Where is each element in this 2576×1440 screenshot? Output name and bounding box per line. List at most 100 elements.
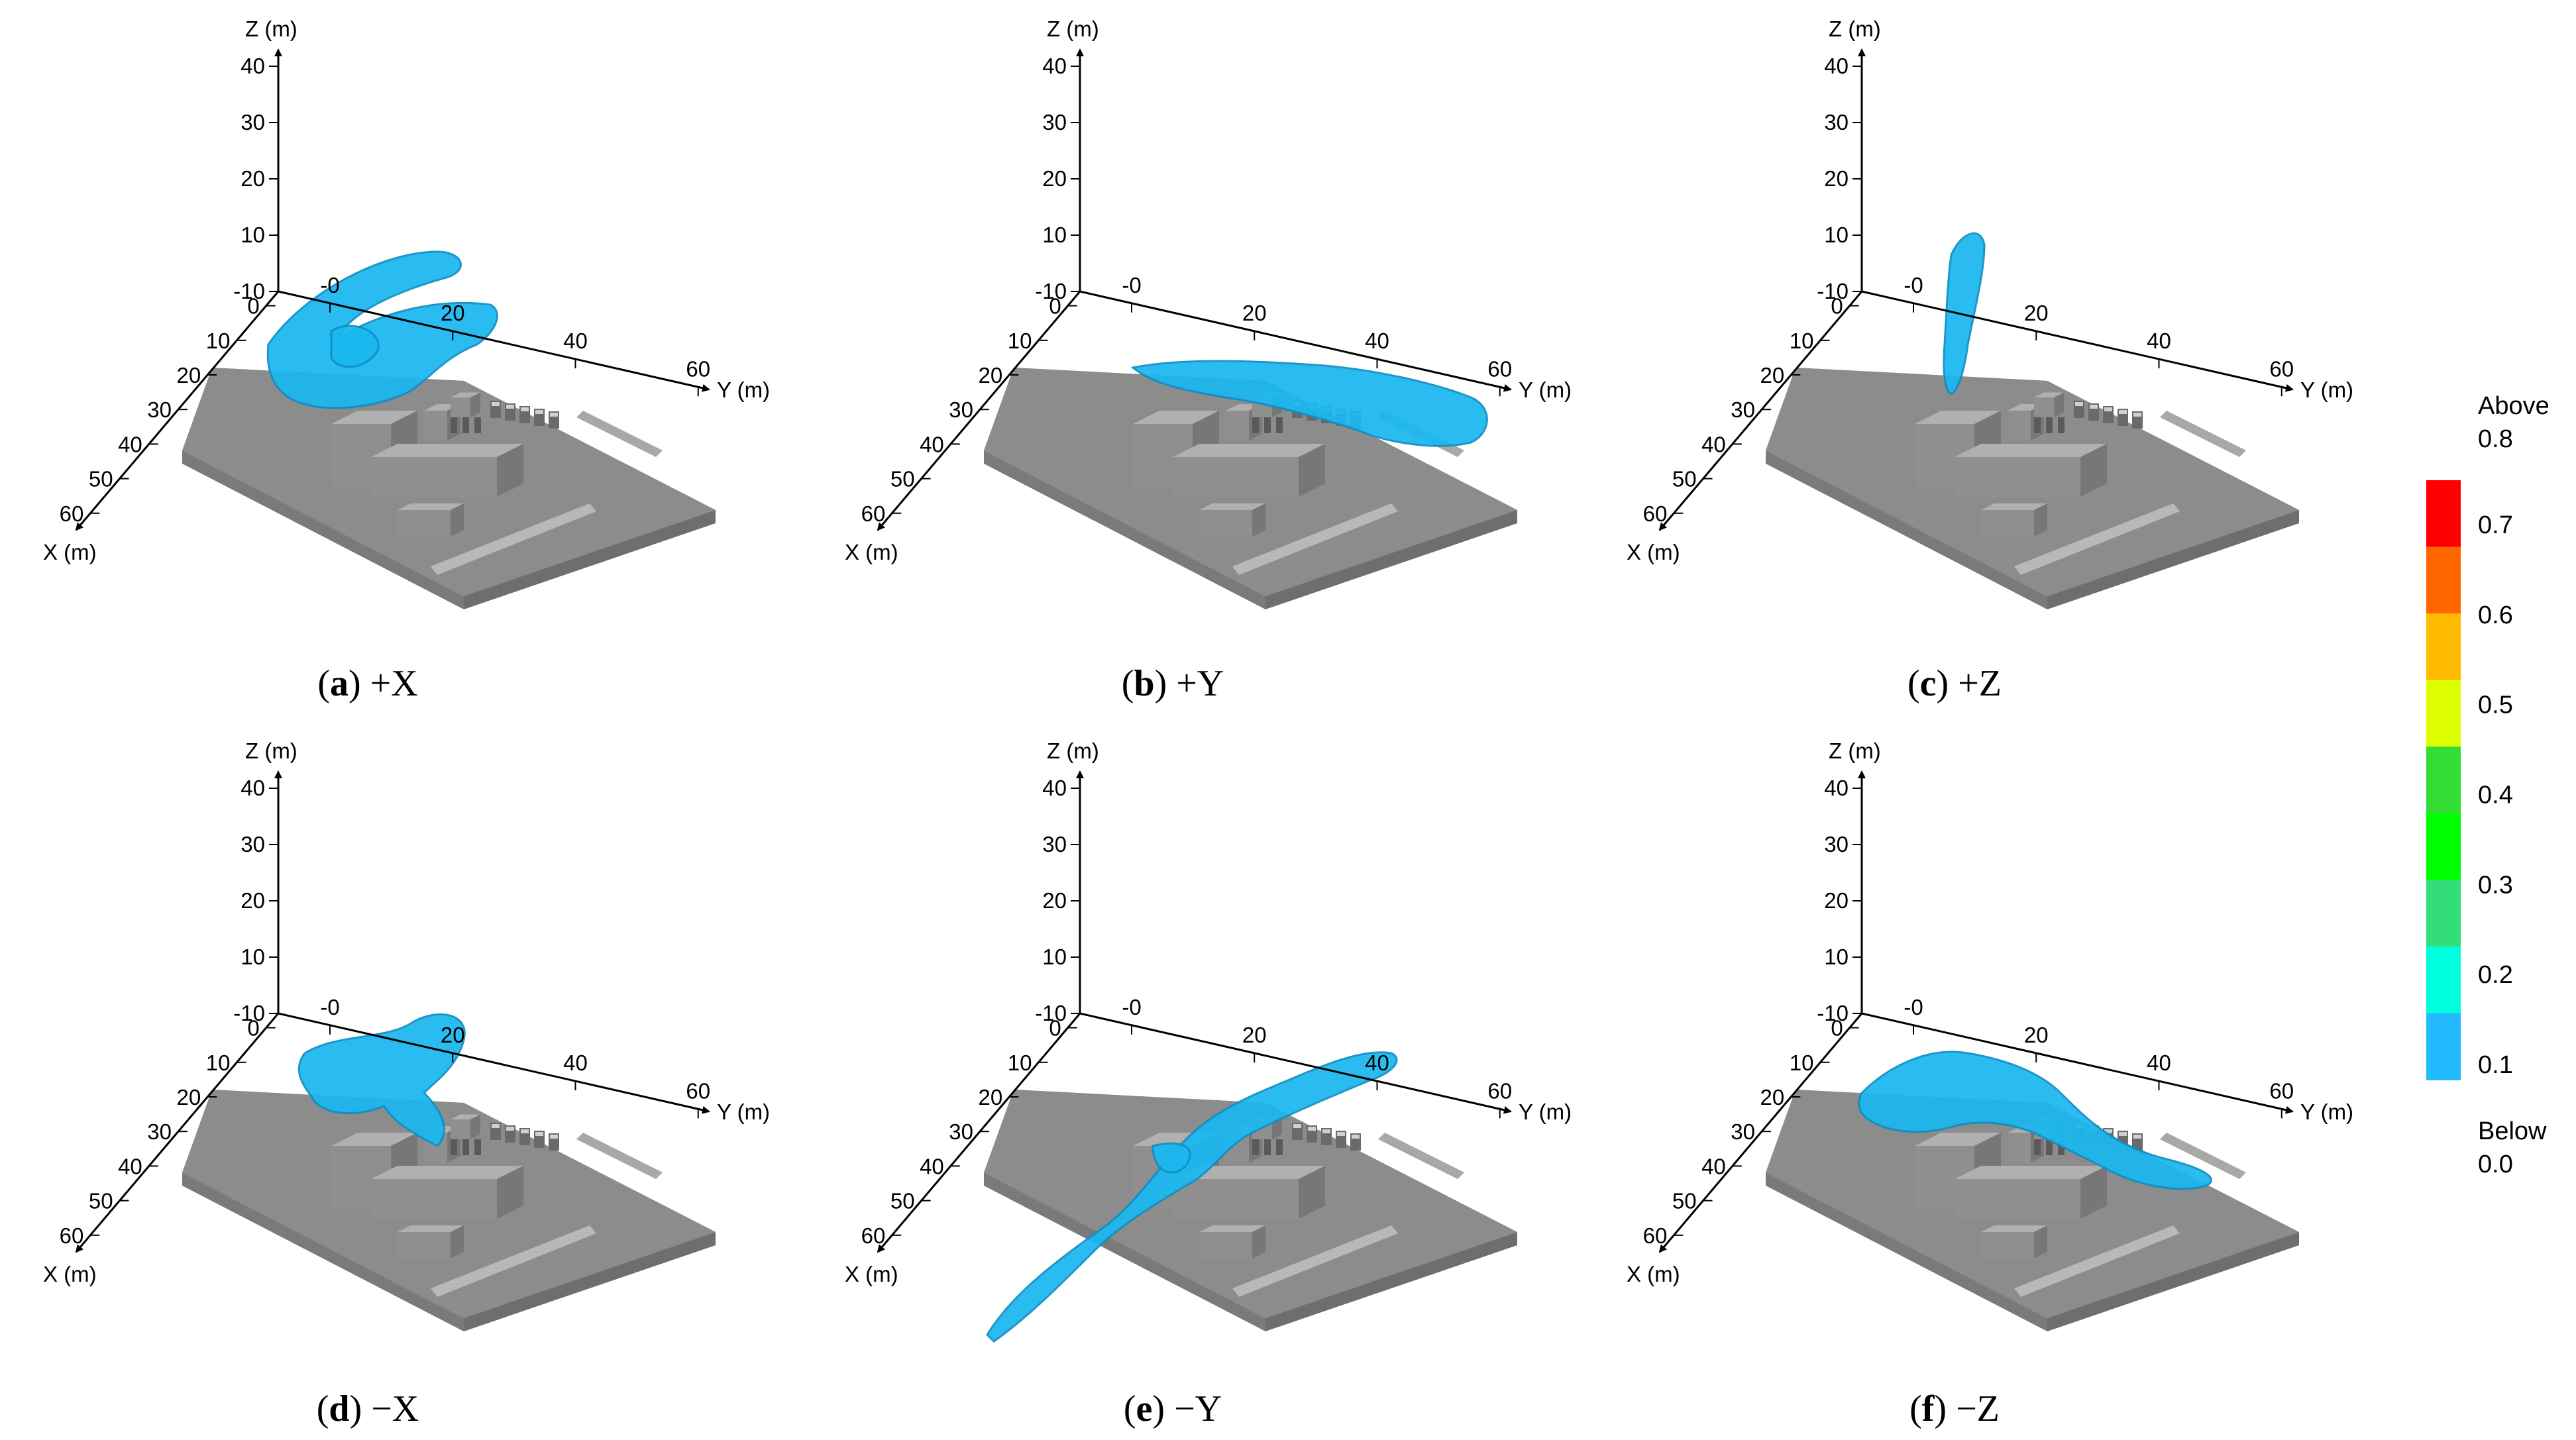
x-tick-label: 50 (890, 467, 915, 491)
x-tick-label: 50 (890, 1189, 915, 1213)
x-tick-label: 60 (1643, 1223, 1668, 1248)
z-tick-label: 10 (1042, 223, 1067, 247)
y-tick-label: 40 (2147, 1051, 2171, 1075)
y-tick-label: 40 (1365, 329, 1389, 353)
x-tick-label: 30 (147, 1119, 172, 1144)
y-tick-label: 20 (441, 301, 465, 325)
z-tick-label: -10 (233, 1001, 265, 1025)
panel-letter: f (1921, 1388, 1935, 1429)
y-axis-label: Y (m) (2300, 378, 2353, 402)
colorbar-swatch (2426, 546, 2461, 615)
x-tick-label: 30 (949, 1119, 973, 1144)
x-tick-label: 50 (89, 467, 113, 491)
z-tick-label: 30 (1042, 832, 1067, 856)
x-axis-label: X (m) (845, 540, 898, 564)
z-tick-label: 20 (1042, 888, 1067, 913)
y-axis-label: Y (m) (1519, 378, 1572, 402)
y-tick-label: -0 (320, 273, 339, 297)
y-tick-label: 20 (1242, 301, 1267, 325)
colorbar-tick-label: 0.3 (2478, 871, 2513, 899)
x-tick-label: 50 (1672, 1189, 1697, 1213)
z-tick-label: 10 (241, 223, 265, 247)
panel-letter: c (1919, 663, 1937, 704)
colorbar-swatch (2426, 880, 2461, 947)
y-tick-label: 60 (1487, 356, 1512, 381)
panel-direction: −Z (1956, 1388, 2000, 1429)
panel-direction: +Z (1958, 663, 2002, 704)
z-axis-label: Z (m) (1829, 17, 1881, 41)
x-tick-label: 60 (861, 1223, 886, 1248)
x-tick-label: 30 (949, 397, 973, 422)
z-axis-label: Z (m) (245, 739, 297, 763)
y-tick-label: 60 (686, 1078, 710, 1103)
z-tick-label: 20 (1824, 888, 1849, 913)
z-tick-label: 20 (1824, 166, 1849, 191)
y-axis-label: Y (m) (1519, 1100, 1572, 1124)
panel-caption-c: (c) +Z (1907, 663, 2002, 704)
z-axis-label: Z (m) (1829, 739, 1881, 763)
z-tick-label: -10 (1817, 1001, 1849, 1025)
plume-isosurface (266, 250, 498, 409)
z-tick-label: -10 (233, 279, 265, 303)
x-tick-label: 10 (206, 1051, 231, 1075)
plume-isosurface (1130, 360, 1488, 447)
x-axis-label: X (m) (43, 540, 97, 564)
colorbar-above-value: 0.8 (2478, 425, 2513, 453)
y-axis-label: Y (m) (717, 378, 770, 402)
panel-caption-e: (e) −Y (1123, 1388, 1222, 1429)
x-tick-label: 20 (177, 363, 201, 387)
panel-letter: d (329, 1388, 350, 1429)
x-tick-label: 60 (60, 501, 84, 526)
x-tick-label: 10 (206, 329, 231, 353)
y-axis-label: Y (m) (2300, 1100, 2353, 1124)
x-tick-label: 0 (1831, 1016, 1843, 1041)
x-tick-label: 60 (861, 501, 886, 526)
x-axis-label: X (m) (845, 1262, 898, 1286)
colorbar-above-label: Above (2478, 392, 2549, 420)
y-tick-label: 60 (2269, 1078, 2294, 1103)
panel-letter: a (329, 663, 349, 704)
panel-caption-a: (a) +X (317, 663, 418, 704)
panel-caption-b: (b) +Y (1121, 663, 1224, 704)
z-tick-label: 20 (241, 166, 265, 191)
y-tick-label: 40 (563, 1051, 588, 1075)
y-tick-label: 40 (2147, 329, 2171, 353)
y-tick-label: 20 (2024, 301, 2049, 325)
x-tick-label: 30 (147, 397, 172, 422)
z-axis-label: Z (m) (1047, 17, 1099, 41)
z-tick-label: -10 (1035, 1001, 1067, 1025)
x-tick-label: 10 (1008, 1051, 1032, 1075)
z-tick-label: 10 (1824, 945, 1849, 969)
x-tick-label: 20 (1760, 1085, 1785, 1109)
x-tick-label: 10 (1790, 329, 1814, 353)
x-tick-label: 10 (1008, 329, 1032, 353)
y-tick-label: 60 (1487, 1078, 1512, 1103)
x-tick-label: 20 (979, 363, 1003, 387)
x-tick-label: 20 (979, 1085, 1003, 1109)
z-tick-label: 30 (1824, 832, 1849, 856)
z-tick-label: 30 (241, 110, 265, 134)
colorbar-swatch (2426, 1013, 2461, 1080)
colorbar-swatch (2426, 480, 2461, 548)
z-tick-label: 30 (1824, 110, 1849, 134)
colorbar-below-value: 0.0 (2478, 1151, 2513, 1178)
x-tick-label: 50 (1672, 467, 1697, 491)
x-tick-label: 40 (118, 1154, 142, 1178)
y-axis-label: Y (m) (717, 1100, 770, 1124)
colorbar-tick-labels: 0.70.60.50.40.30.20.1 (2478, 511, 2513, 1079)
x-tick-label: 40 (1701, 432, 1726, 456)
y-tick-label: 20 (441, 1023, 465, 1047)
z-tick-label: 10 (241, 945, 265, 969)
panel-letter: e (1136, 1388, 1153, 1429)
x-tick-label: 0 (1049, 1016, 1061, 1041)
x-tick-label: 10 (1790, 1051, 1814, 1075)
